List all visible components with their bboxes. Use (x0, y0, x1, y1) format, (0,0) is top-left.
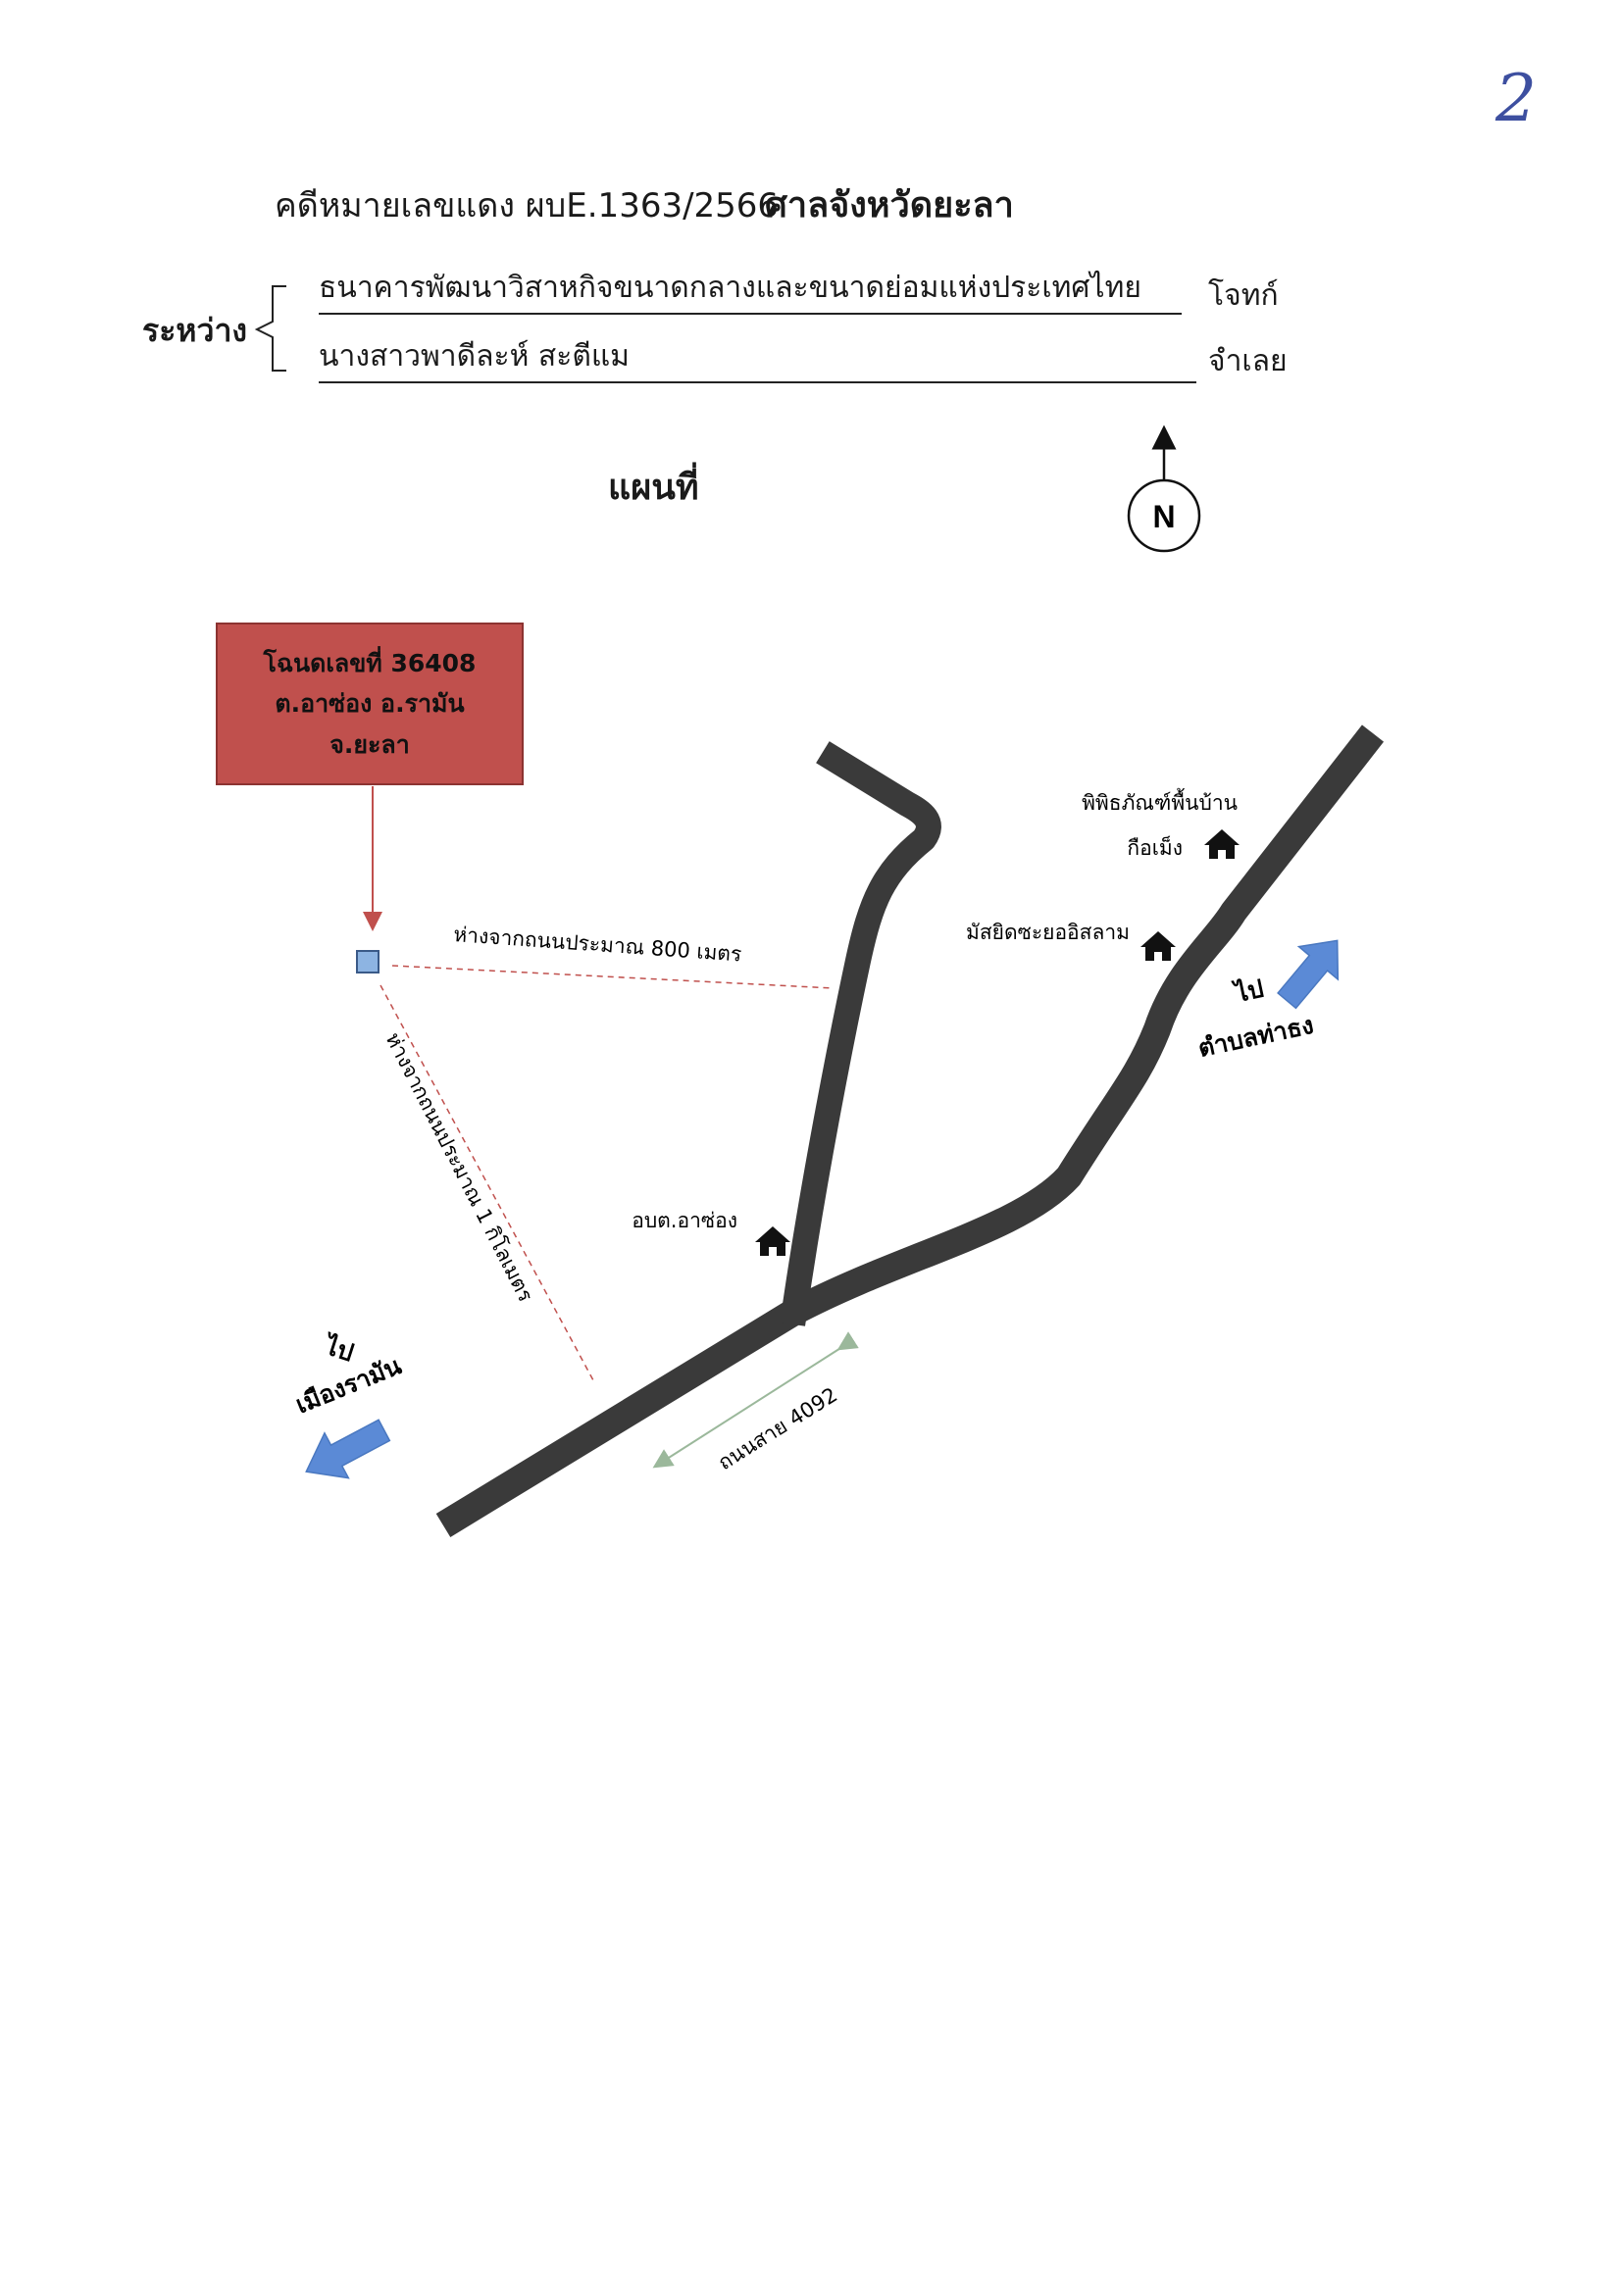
deed-box: โฉนดเลขที่ 36408 ต.อาซ่อง อ.รามัน จ.ยะลา (216, 623, 524, 785)
distance-label-800m: ห่างจากถนนประมาณ 800 เมตร (453, 923, 742, 966)
sao-label: อบต.อาซ่อง (632, 1209, 737, 1232)
distance-line-800m (391, 965, 835, 989)
deed-line3: จ.ยะลา (329, 729, 410, 759)
road-measure-line (652, 1331, 859, 1469)
branch-road (780, 741, 941, 1326)
mosque-label: มัสยิดซะยออิสลาม (966, 921, 1130, 944)
map-title: แผนที่ (608, 468, 699, 508)
west-arrow-icon (305, 1419, 391, 1479)
defendant-role: จำเลย (1208, 344, 1288, 378)
deed-line1: โฉนดเลขที่ 36408 (263, 649, 477, 678)
distance-line-1km (380, 984, 594, 1381)
compass-label: N (1152, 499, 1175, 534)
compass-icon: N (1127, 424, 1201, 553)
between-bracket (254, 285, 286, 372)
museum-label-line2: กือเม็ง (1127, 834, 1183, 860)
east-arrow-icon (1277, 939, 1340, 1010)
museum-house-icon (1204, 829, 1240, 859)
east-direction-place: ตำบลท่าธง (1195, 1011, 1316, 1063)
road-4092 (435, 724, 1385, 1537)
court-name: ศาลจังหวัดยะลา (765, 185, 1014, 225)
west-direction-to: ไป (319, 1329, 357, 1367)
case-number: คดีหมายเลขแดง ผบE.1363/2566 (275, 186, 780, 225)
deed-line2: ต.อาซ่อง อ.รามัน (275, 689, 465, 719)
mosque-house-icon (1140, 931, 1176, 961)
east-direction-to: ไป (1230, 973, 1266, 1009)
plaintiff-role: โจทก์ (1208, 278, 1279, 313)
defendant-name: นางสาวพาดีละห์ สะตีแม (319, 333, 1196, 383)
museum-label-line1: พิพิธภัณฑ์พื้นบ้าน (1082, 788, 1238, 815)
between-label: ระหว่าง (142, 312, 248, 349)
plot-marker (356, 950, 380, 973)
sao-house-icon (755, 1226, 790, 1256)
page-number: 2 (1495, 61, 1537, 136)
road-label: ถนนสาย 4092 (714, 1383, 841, 1475)
plaintiff-name: ธนาคารพัฒนาวิสาหกิจขนาดกลางและขนาดย่อมแห… (319, 265, 1182, 315)
distance-label-1km: ห่างจากถนนประมาณ 1 กิโลเมตร (381, 1028, 538, 1305)
